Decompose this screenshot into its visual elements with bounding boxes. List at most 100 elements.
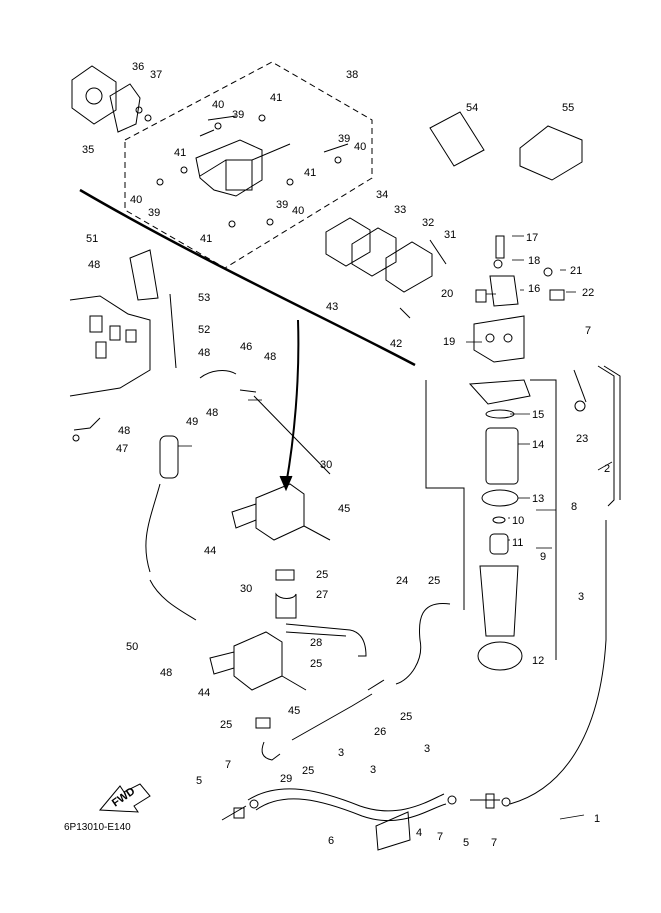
callout-c7a: 7 <box>225 759 231 771</box>
callout-c39b: 39 <box>338 133 350 145</box>
callout-c22: 22 <box>582 287 594 299</box>
callout-c35: 35 <box>82 144 94 156</box>
callout-c7b: 7 <box>585 325 591 337</box>
callout-c25c: 25 <box>310 658 322 670</box>
callout-c5b: 5 <box>463 837 469 849</box>
callout-c39a: 39 <box>232 109 244 121</box>
callout-c17: 17 <box>526 232 538 244</box>
callout-c29: 29 <box>280 773 292 785</box>
callout-c16: 16 <box>528 283 540 295</box>
callout-c9: 9 <box>540 551 546 563</box>
callout-c5a: 5 <box>196 775 202 787</box>
callout-c50: 50 <box>126 641 138 653</box>
callout-c43: 43 <box>326 301 338 313</box>
callout-c41b: 41 <box>174 147 186 159</box>
engine-block <box>69 295 151 442</box>
callout-c26: 26 <box>374 726 386 738</box>
callout-c3c: 3 <box>370 764 376 776</box>
callout-c40b: 40 <box>354 141 366 153</box>
callout-c52: 52 <box>198 324 210 336</box>
engine-divider-line <box>79 188 416 367</box>
callout-c33: 33 <box>394 204 406 216</box>
callout-c14: 14 <box>532 439 544 451</box>
assembly-38-dashed-outline <box>124 61 373 269</box>
callout-c19: 19 <box>443 336 455 348</box>
part-38-pump-body <box>156 114 349 228</box>
callout-c48b: 48 <box>198 347 210 359</box>
callout-c7c: 7 <box>437 831 443 843</box>
callout-c46: 46 <box>240 341 252 353</box>
callout-c7d: 7 <box>491 837 497 849</box>
callout-c54: 54 <box>466 102 478 114</box>
callout-c23: 23 <box>576 433 588 445</box>
engine-arrow <box>285 319 300 486</box>
callout-c53: 53 <box>198 292 210 304</box>
callout-c20: 20 <box>441 288 453 300</box>
callout-c25b: 25 <box>428 575 440 587</box>
callout-c48a: 48 <box>88 259 100 271</box>
callout-c30a: 30 <box>320 459 332 471</box>
callout-c44a: 44 <box>204 545 216 557</box>
callout-c3b: 3 <box>338 747 344 759</box>
callout-c49: 49 <box>186 416 198 428</box>
callout-c8: 8 <box>571 501 577 513</box>
callout-c6: 6 <box>328 835 334 847</box>
callout-c28: 28 <box>310 637 322 649</box>
callout-c48d: 48 <box>206 407 218 419</box>
callout-c12: 12 <box>532 655 544 667</box>
callout-c2: 2 <box>604 463 610 475</box>
callout-c25e: 25 <box>220 719 232 731</box>
callout-c48f: 48 <box>160 667 172 679</box>
part-1-hose <box>509 520 607 805</box>
callout-c40d: 40 <box>292 205 304 217</box>
callout-c39d: 39 <box>276 199 288 211</box>
callout-c31: 31 <box>444 229 456 241</box>
callout-c25d: 25 <box>400 711 412 723</box>
callout-c25a: 25 <box>316 569 328 581</box>
callout-c34: 34 <box>376 189 388 201</box>
callout-c41c: 41 <box>304 167 316 179</box>
callout-c27: 27 <box>316 589 328 601</box>
callout-c51: 51 <box>86 233 98 245</box>
callout-c24: 24 <box>396 575 408 587</box>
diagram-code: 6P13010-E140 <box>64 822 131 833</box>
callout-c30b: 30 <box>240 583 252 595</box>
part-4-hose <box>247 788 445 812</box>
callout-c3a: 3 <box>578 591 584 603</box>
part-30-fuel-pump-upper <box>231 483 367 657</box>
part-2-hose <box>597 365 615 507</box>
fuel-filter-assembly <box>425 369 587 671</box>
parts-32-34-plates <box>325 217 447 319</box>
callout-c1: 1 <box>594 813 600 825</box>
part-30-fuel-pump-lower <box>209 631 307 761</box>
callout-c40c: 40 <box>130 194 142 206</box>
callout-c32: 32 <box>422 217 434 229</box>
callout-c25f: 25 <box>302 765 314 777</box>
callout-c39c: 39 <box>148 207 160 219</box>
callout-c11: 11 <box>512 537 523 549</box>
callout-c42: 42 <box>390 338 402 350</box>
part-55-sleeve <box>519 125 583 181</box>
callout-c44b: 44 <box>198 687 210 699</box>
callout-c10: 10 <box>512 515 524 527</box>
callout-c48c: 48 <box>264 351 276 363</box>
callout-c45b: 45 <box>288 705 300 717</box>
callout-c18: 18 <box>528 255 540 267</box>
fwd-arrow-icon <box>98 783 151 813</box>
callout-c55: 55 <box>562 102 574 114</box>
part-50-hose <box>149 579 197 621</box>
fittings-5-6-7 <box>221 793 511 851</box>
callout-c15: 15 <box>532 409 544 421</box>
callout-c47: 47 <box>116 443 128 455</box>
part-35-cover <box>71 65 152 133</box>
part-54-label-card <box>429 111 485 167</box>
callout-c45a: 45 <box>338 503 350 515</box>
callout-c41a: 41 <box>270 92 282 104</box>
callout-c37: 37 <box>150 69 162 81</box>
part-24-hose <box>395 603 451 685</box>
callout-c40a: 40 <box>212 99 224 111</box>
callout-c38: 38 <box>346 69 358 81</box>
callout-c4: 4 <box>416 827 422 839</box>
